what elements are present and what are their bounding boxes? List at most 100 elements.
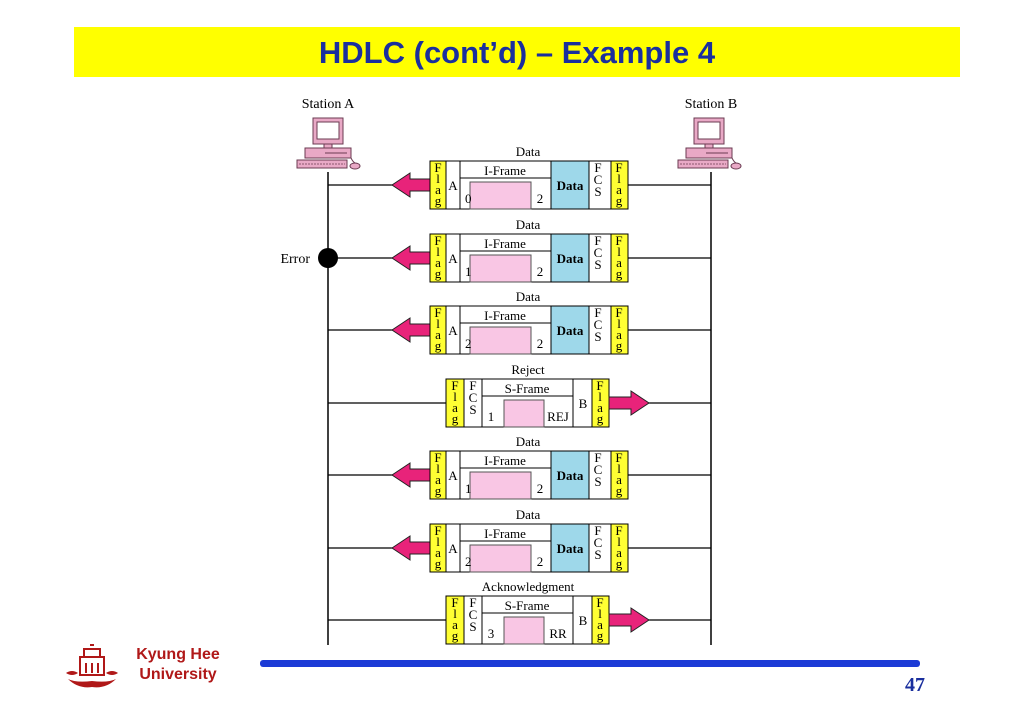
flag-text-char: l: [453, 389, 457, 404]
fcs-text-char: C: [594, 317, 603, 332]
flag-text-char: F: [596, 595, 603, 610]
nr-value: 2: [537, 554, 544, 569]
data-label: Data: [557, 178, 584, 193]
control-payload: [503, 616, 545, 645]
flag-field: [429, 233, 447, 283]
fcs-text-char: S: [594, 184, 601, 199]
fcs-text: FCS: [469, 378, 478, 417]
slide-title: HDLC (cont’d) – Example 4: [318, 35, 716, 70]
frame-caption: Data: [516, 289, 541, 304]
fcs-text: FCS: [469, 595, 478, 634]
arrow-left-icon: [391, 172, 433, 198]
frame-type: S-Frame: [505, 381, 550, 396]
data-label: Data: [557, 468, 584, 483]
flag-text-char: l: [436, 534, 440, 549]
flag-text-char: F: [434, 160, 441, 175]
fcs-text: FCS: [594, 160, 603, 199]
flag-text-char: a: [597, 617, 603, 632]
fcs-text-char: F: [594, 160, 601, 175]
flag-text-char: F: [434, 523, 441, 538]
flag-text-char: g: [435, 266, 442, 281]
fcs-text-char: F: [469, 378, 476, 393]
flag-text-char: a: [616, 545, 622, 560]
flag-text-char: a: [435, 327, 441, 342]
flag-text-char: l: [436, 461, 440, 476]
nr-value: 3: [488, 626, 495, 641]
address-field: A: [448, 541, 458, 556]
arrow-left-icon: [391, 245, 433, 271]
ns-value: 0: [465, 191, 472, 206]
error-label: Error: [280, 252, 310, 267]
ns-value: 2: [465, 336, 472, 351]
flag-text-char: g: [435, 556, 442, 571]
data-field: [550, 233, 590, 283]
flag-field: [429, 523, 447, 573]
flag-text-char: a: [435, 255, 441, 270]
flag-field: [610, 305, 629, 355]
frame-caption: Reject: [511, 362, 545, 377]
control-payload: [469, 254, 532, 283]
frame-type: I-Frame: [484, 163, 526, 178]
flag-text-char: l: [617, 534, 621, 549]
address-field: A: [448, 251, 458, 266]
flag-text-char: l: [436, 316, 440, 331]
flag-text-char: F: [615, 305, 622, 320]
data-label: Data: [557, 541, 584, 556]
flag-field: [610, 523, 629, 573]
fcs-text-char: C: [594, 462, 603, 477]
fcs-text-char: S: [594, 474, 601, 489]
fcs-text-char: F: [594, 523, 601, 538]
flag-text-char: a: [616, 327, 622, 342]
data-field: [550, 160, 590, 210]
fcs-text-char: C: [594, 535, 603, 550]
fcs-text: FCS: [594, 305, 603, 344]
flag-text-char: g: [616, 266, 623, 281]
station-b-label: Station B: [685, 97, 738, 112]
flag-text-char: l: [617, 316, 621, 331]
fcs-text-char: C: [594, 245, 603, 260]
university-line-1: Kyung Hee: [136, 646, 220, 663]
control-payload: [469, 326, 532, 355]
flag-field: [429, 160, 447, 210]
flag-field: [429, 450, 447, 500]
arrow-right-icon: [608, 390, 650, 416]
flag-field: [429, 305, 447, 355]
frame-caption: Data: [516, 507, 541, 522]
flag-text-char: g: [597, 411, 604, 426]
flag-text-char: l: [617, 171, 621, 186]
flag-text-char: F: [434, 450, 441, 465]
control-payload: [469, 471, 532, 500]
ns-value: 2: [465, 554, 472, 569]
data-label: Data: [557, 323, 584, 338]
frame-caption: Acknowledgment: [482, 579, 575, 594]
flag-text-char: F: [596, 378, 603, 393]
arrow-left-icon: [391, 535, 433, 561]
frame-caption: Data: [516, 217, 541, 232]
control-payload: [469, 181, 532, 210]
fcs-text: FCS: [594, 233, 603, 272]
footer-divider: [260, 660, 920, 667]
flag-text-char: g: [435, 193, 442, 208]
flag-text-char: F: [434, 305, 441, 320]
address-field: A: [448, 468, 458, 483]
flag-text-char: g: [616, 193, 623, 208]
ns-value: 1: [465, 264, 472, 279]
fcs-text-char: F: [594, 233, 601, 248]
arrow-left-icon: [391, 462, 433, 488]
flag-field: [610, 450, 629, 500]
flag-text-char: g: [616, 338, 623, 353]
fcs-text-char: S: [594, 257, 601, 272]
address-field: A: [448, 178, 458, 193]
